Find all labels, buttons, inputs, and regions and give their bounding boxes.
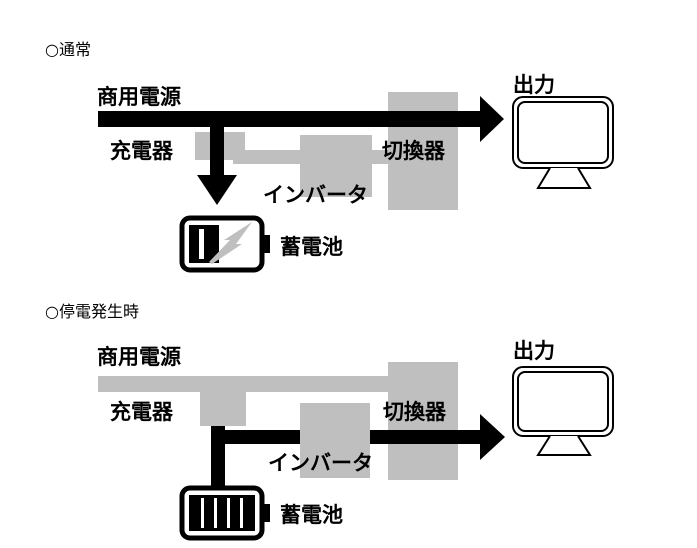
- outage-label-output: 出力: [513, 339, 555, 363]
- normal-charge-arrow: [197, 175, 237, 205]
- outage-title: ○停電発生時: [45, 302, 139, 321]
- normal-charger-inverter-line: [233, 150, 303, 164]
- normal-label-switch: 切換器: [382, 139, 446, 163]
- outage-battery-icon: [179, 485, 270, 541]
- normal-main-flow-line: [98, 111, 481, 127]
- outage-charger-box: [200, 392, 246, 426]
- outage-commercial-power-line: [98, 376, 390, 392]
- outage-output-arrow: [480, 414, 505, 460]
- outage-section: ○停電発生時 商用電源 充電器 インバータ 切換器: [45, 302, 614, 541]
- normal-output-arrow: [480, 96, 504, 142]
- normal-title: ○通常: [45, 40, 91, 59]
- normal-label-output: 出力: [513, 73, 555, 97]
- outage-label-charger: 充電器: [110, 400, 174, 424]
- normal-charge-down-line: [210, 127, 224, 177]
- outage-switch-box: [388, 362, 458, 480]
- outage-label-commercial-power: 商用電源: [97, 345, 181, 369]
- outage-output-monitor-icon: [512, 366, 614, 456]
- normal-label-commercial-power: 商用電源: [97, 85, 181, 109]
- normal-output-monitor-icon: [512, 96, 614, 189]
- outage-label-battery: 蓄電池: [280, 503, 343, 527]
- outage-inverter-box: [300, 403, 370, 478]
- normal-inverter-switch-line: [370, 150, 392, 164]
- normal-battery-icon: [179, 215, 270, 273]
- normal-section: ○通常 商用電源 充電器 インバータ 切換器: [45, 40, 614, 273]
- outage-label-inverter: インバータ: [268, 451, 373, 475]
- normal-label-battery: 蓄電池: [280, 235, 343, 259]
- outage-label-switch: 切換器: [383, 400, 447, 424]
- normal-label-charger: 充電器: [110, 139, 174, 163]
- normal-label-inverter: インバータ: [263, 183, 368, 207]
- normal-inverter-box: [300, 135, 372, 197]
